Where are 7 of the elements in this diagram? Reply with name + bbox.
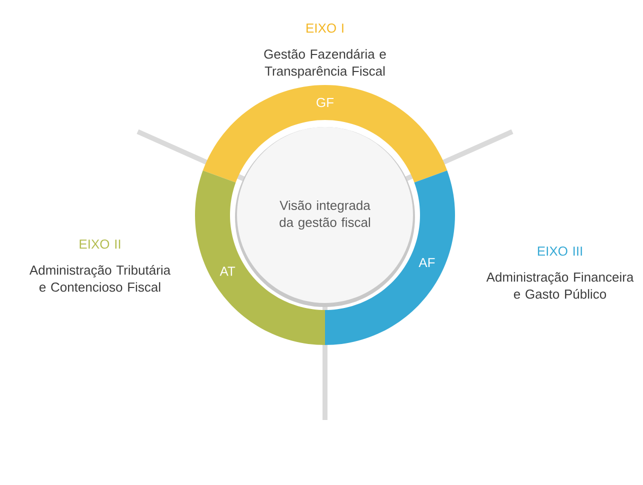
axis-heading: EIXO III xyxy=(538,246,582,256)
axis-description: Administração Financeira e Gasto Público xyxy=(486,272,634,299)
axis-description: Administração Tributária e Contencioso Fiscal xyxy=(29,265,171,292)
ring-segment: GF xyxy=(202,85,448,183)
axis-description: Gestão Fazendária e Transparência Fiscal xyxy=(264,49,386,78)
axis-heading: EIXO I xyxy=(306,24,344,33)
axis-heading: EIXO II xyxy=(80,240,120,249)
